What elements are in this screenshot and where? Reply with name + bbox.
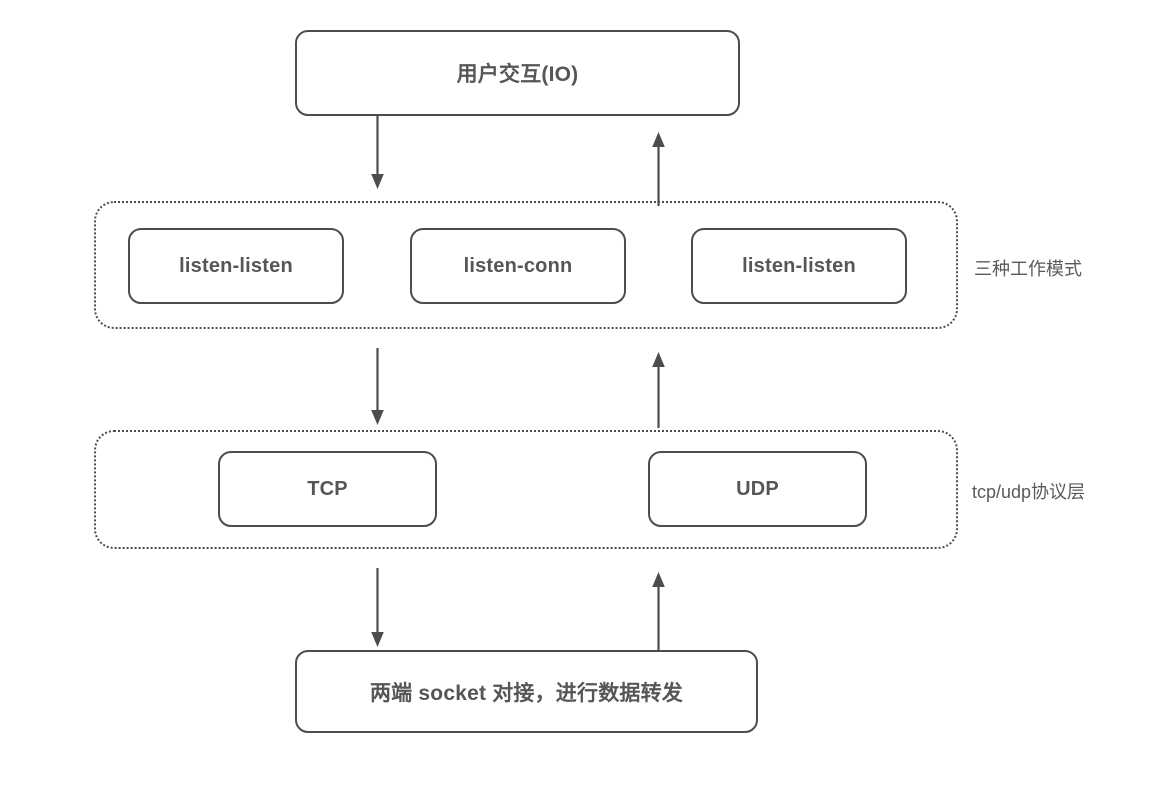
node-user-interaction-io[interactable]: 用户交互(IO) (295, 30, 740, 116)
arrow-io-to-modes (371, 116, 384, 189)
label-tcp-udp-protocol: tcp/udp协议层 (972, 482, 1086, 502)
node-label: listen-listen (179, 254, 293, 277)
arrow-protocol-to-modes (652, 352, 665, 428)
node-protocol-tcp[interactable]: TCP (218, 451, 437, 527)
group-tcp-udp-protocol (94, 430, 958, 549)
node-label: listen-conn (463, 254, 573, 277)
node-mode-listen-listen-1[interactable]: listen-listen (128, 228, 344, 304)
label-work-modes: 三种工作模式 (974, 259, 1082, 279)
node-label: 用户交互(IO) (456, 63, 579, 86)
node-label: 两端 socket 对接，进行数据转发 (369, 681, 683, 705)
node-label: UDP (736, 477, 779, 500)
arrow-protocol-to-socket (371, 568, 384, 647)
arrow-socket-to-protocol (652, 572, 665, 650)
node-label: TCP (307, 477, 348, 500)
node-label: listen-listen (742, 254, 856, 277)
node-protocol-udp[interactable]: UDP (648, 451, 867, 527)
arrow-modes-to-protocol (371, 348, 384, 425)
arrow-modes-to-io (652, 132, 665, 206)
node-socket-forwarding[interactable]: 两端 socket 对接，进行数据转发 (295, 650, 758, 733)
node-mode-listen-conn[interactable]: listen-conn (410, 228, 626, 304)
node-mode-listen-listen-2[interactable]: listen-listen (691, 228, 907, 304)
group-work-modes (94, 201, 958, 329)
